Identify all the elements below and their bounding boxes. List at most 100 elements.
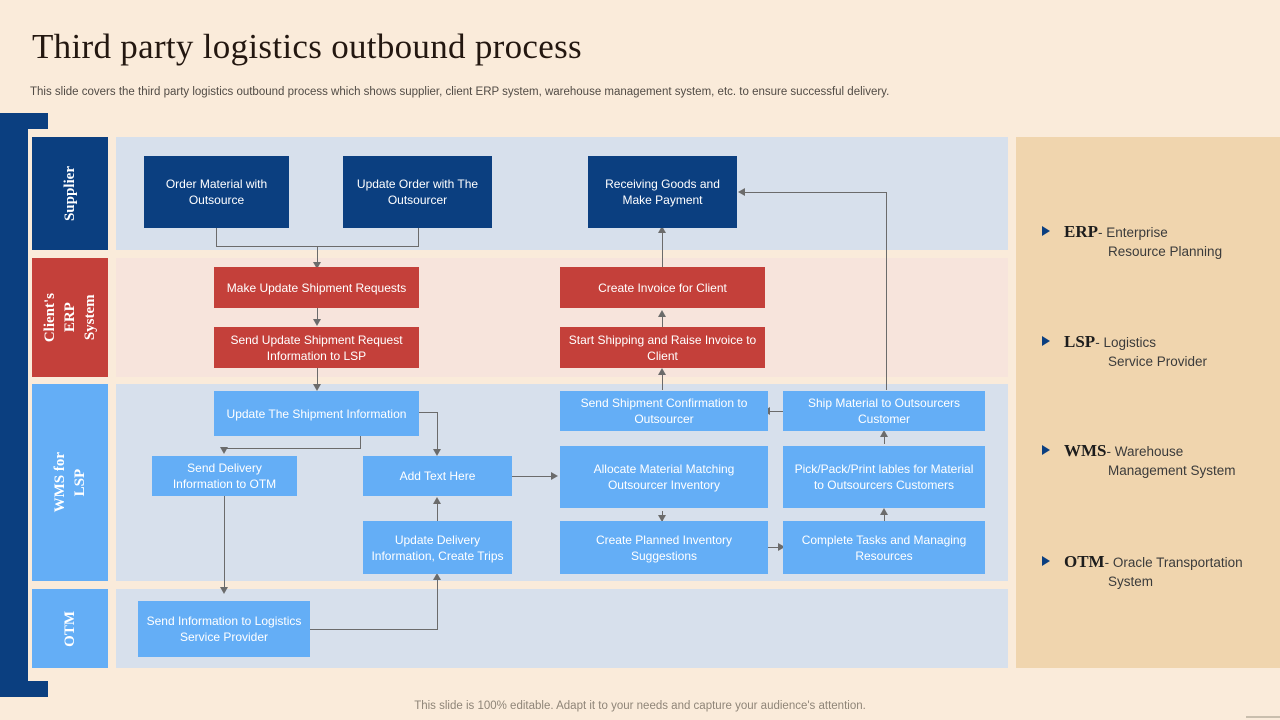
footer-note: This slide is 100% editable. Adapt it to… — [414, 700, 866, 712]
legend-item-wms[interactable]: WMS- Warehouse Management System — [1042, 441, 1280, 480]
arrowhead-to-ship-material — [880, 430, 888, 437]
arrowhead-to-allocate-material — [551, 472, 558, 480]
node-update-delivery-information-create-trips[interactable]: Update Delivery Information, Create Trip… — [363, 521, 512, 574]
arrowhead-to-create-planned — [658, 515, 666, 522]
triangle-bullet-icon — [1042, 556, 1050, 566]
connector-ship-material-to-receiving — [745, 192, 887, 193]
legend-desc-lsp: Logistics — [1103, 335, 1156, 350]
legend-item-lsp-text: LSP- Logistics Service Provider — [1064, 332, 1280, 371]
node-create-planned-inventory-suggestions[interactable]: Create Planned Inventory Suggestions — [560, 521, 768, 574]
legend-abbr-wms: WMS — [1064, 441, 1107, 460]
legend-item-wms-text: WMS- Warehouse Management System — [1064, 441, 1280, 480]
lane-label-erp: Client's ERP System — [32, 258, 108, 377]
connector-senddelivery-to-otm — [224, 496, 225, 589]
legend-desc-otm: Oracle Transportation — [1112, 555, 1243, 570]
node-send-delivery-information-to-otm[interactable]: Send Delivery Information to OTM — [152, 456, 297, 496]
connector-ship-to-confirmation — [770, 411, 785, 412]
connector-conf-to-start-shipping — [662, 372, 663, 390]
arrowhead-to-make-update — [313, 262, 321, 269]
lane-label-supplier: Supplier — [32, 137, 108, 250]
node-create-invoice-for-client[interactable]: Create Invoice for Client — [560, 267, 765, 308]
connector-merge-drop — [317, 246, 318, 265]
lane-label-erp-text: Client's ERP System — [42, 292, 98, 343]
legend-desc-lsp-cont: Service Provider — [1108, 354, 1208, 369]
node-make-update-shipment-requests[interactable]: Make Update Shipment Requests — [214, 267, 419, 308]
decorative-bar — [0, 128, 28, 682]
arrowhead-to-add-text — [433, 449, 441, 456]
lane-label-otm: OTM — [32, 589, 108, 668]
connector-addtext-to-allocate — [512, 476, 552, 477]
arrowhead-to-create-invoice — [658, 310, 666, 317]
node-order-material-with-outsource[interactable]: Order Material with Outsource — [144, 156, 289, 228]
triangle-bullet-icon — [1042, 226, 1050, 236]
node-complete-tasks-managing-resources[interactable]: Complete Tasks and Managing Resources — [783, 521, 985, 574]
lane-label-supplier-text: Supplier — [62, 165, 78, 222]
arrowhead-to-receiving-goods — [658, 226, 666, 233]
footer-rule — [1246, 716, 1280, 718]
legend-desc-erp-cont: Resource Planning — [1108, 244, 1223, 259]
legend-desc-wms: Warehouse — [1114, 444, 1184, 459]
decorative-bar-foot — [0, 681, 48, 697]
legend-desc-erp: Enterprise — [1106, 225, 1168, 240]
arrowhead-to-send-info-lsp — [220, 587, 228, 594]
legend-desc-otm-cont: System — [1108, 574, 1154, 589]
arrowhead-to-update-shipment — [313, 384, 321, 391]
arrowhead-add-text-bottom — [433, 497, 441, 504]
connector-otm-riser — [437, 578, 438, 630]
decorative-bar-head — [0, 113, 48, 129]
arrowhead-receiving-goods-left — [738, 188, 745, 196]
connector-otm-right — [310, 629, 438, 630]
connector-start-shipping-to-invoice — [662, 312, 663, 328]
legend-item-erp-text: ERP- Enterprise Resource Planning — [1064, 222, 1280, 261]
connector-updshipment-leftA — [224, 448, 361, 449]
legend-item-otm-text: OTM- Oracle Transportation System — [1064, 552, 1280, 591]
connector-invoice-to-receiving — [662, 232, 663, 268]
arrowhead-update-delivery-bottom — [433, 573, 441, 580]
arrowhead-to-start-shipping — [658, 368, 666, 375]
legend-sep-otm: - — [1104, 555, 1113, 570]
legend-abbr-otm: OTM — [1064, 552, 1105, 571]
legend-item-lsp[interactable]: LSP- Logistics Service Provider — [1042, 332, 1280, 371]
triangle-bullet-icon — [1042, 336, 1050, 346]
legend-item-otm[interactable]: OTM- Oracle Transportation System — [1042, 552, 1280, 591]
connector-ship-material-riser — [886, 192, 887, 390]
lane-label-otm-text: OTM — [62, 610, 78, 647]
connector-complete-to-pick — [884, 512, 885, 522]
connector-send-to-update-shipment — [317, 368, 318, 386]
node-start-shipping-raise-invoice[interactable]: Start Shipping and Raise Invoice to Clie… — [560, 327, 765, 368]
connector-make-to-send — [317, 308, 318, 321]
node-allocate-material-matching-outsourcer-inventory[interactable]: Allocate Material Matching Outsourcer In… — [560, 446, 768, 508]
node-update-order-with-outsourcer[interactable]: Update Order with The Outsourcer — [343, 156, 492, 228]
node-send-information-to-logistics-service-provider[interactable]: Send Information to Logistics Service Pr… — [138, 601, 310, 657]
triangle-bullet-icon — [1042, 445, 1050, 455]
connector-updshipment-rightA — [419, 412, 438, 413]
node-add-text-here[interactable]: Add Text Here — [363, 456, 512, 496]
arrowhead-to-send-delivery-otm — [220, 447, 228, 454]
legend-abbr-lsp: LSP — [1064, 332, 1096, 351]
connector-order-material-down — [216, 228, 217, 247]
lane-label-wms-text: WMS for LSP — [52, 452, 88, 513]
arrowhead-to-send-update — [313, 319, 321, 326]
legend-item-erp[interactable]: ERP- Enterprise Resource Planning — [1042, 222, 1280, 261]
page-subtitle: This slide covers the third party logist… — [30, 86, 890, 98]
legend-panel: ERP- Enterprise Resource Planning LSP- L… — [1016, 137, 1280, 668]
connector-updshipment-dropA — [360, 436, 361, 449]
node-send-shipment-confirmation-to-outsourcer[interactable]: Send Shipment Confirmation to Outsourcer — [560, 391, 768, 431]
node-send-update-shipment-request-info[interactable]: Send Update Shipment Request Information… — [214, 327, 419, 368]
legend-sep-erp: - — [1098, 225, 1107, 240]
node-pick-pack-print-lables[interactable]: Pick/Pack/Print lables for Material to O… — [783, 446, 985, 508]
legend-sep-wms: - — [1106, 444, 1115, 459]
node-receiving-goods-make-payment[interactable]: Receiving Goods and Make Payment — [588, 156, 737, 228]
connector-update-order-down — [418, 228, 419, 247]
legend-desc-wms-cont: Management System — [1108, 463, 1236, 478]
legend-sep-lsp: - — [1095, 335, 1104, 350]
legend-abbr-erp: ERP — [1064, 222, 1098, 241]
node-ship-material-to-outsourcers-customer[interactable]: Ship Material to Outsourcers Customer — [783, 391, 985, 431]
lane-label-wms: WMS for LSP — [32, 384, 108, 581]
connector-planned-to-complete — [768, 547, 780, 548]
arrowhead-to-complete-tasks — [778, 543, 785, 551]
connector-updshipment-dropB — [437, 412, 438, 451]
connector-update-delivery-up — [437, 500, 438, 521]
node-update-the-shipment-information[interactable]: Update The Shipment Information — [214, 391, 419, 436]
